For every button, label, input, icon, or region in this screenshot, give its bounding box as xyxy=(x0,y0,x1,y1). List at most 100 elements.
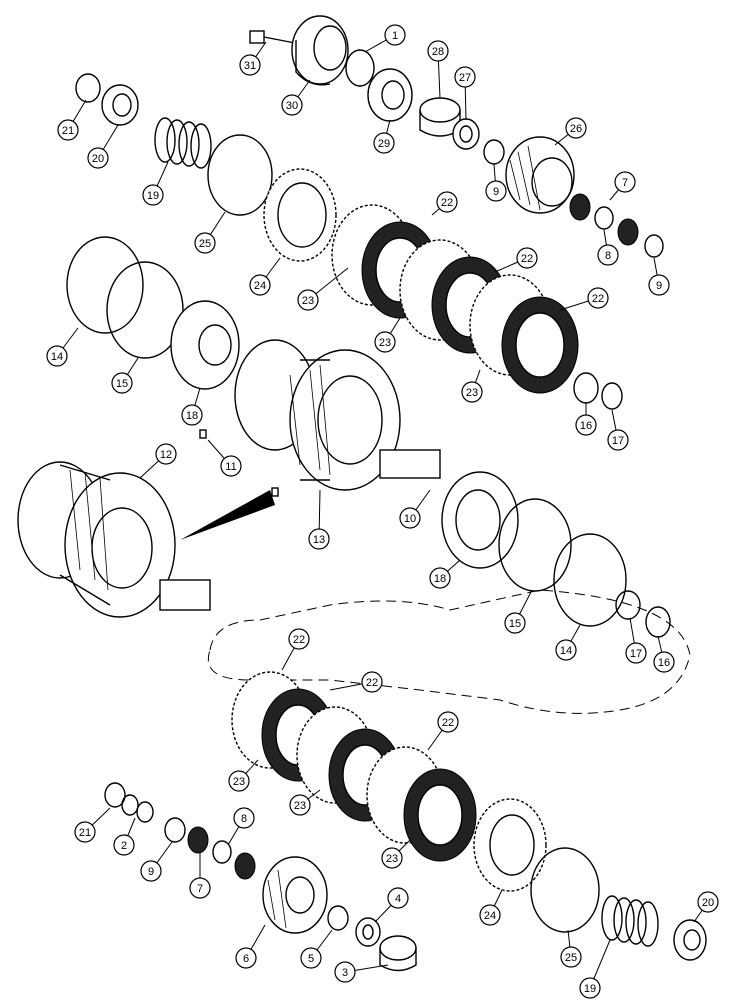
callout-number: 7 xyxy=(622,177,628,189)
seal-17b xyxy=(615,590,641,620)
snap-ring-25 xyxy=(207,134,273,216)
spacer-8b xyxy=(212,840,232,864)
seal-ring-15 xyxy=(106,261,184,359)
callout-circle xyxy=(181,404,203,426)
callout-number: 3 xyxy=(342,967,348,979)
callout-circle xyxy=(239,54,261,76)
callout-number: 22 xyxy=(521,253,533,265)
callout-23: 23 xyxy=(461,369,483,403)
callout-3: 3 xyxy=(334,961,389,983)
callout-17: 17 xyxy=(625,617,647,664)
callout-number: 9 xyxy=(656,280,662,292)
callout-15: 15 xyxy=(504,589,533,634)
callout-circle xyxy=(579,977,601,999)
callout-number: 9 xyxy=(148,866,154,878)
callout-number: 20 xyxy=(92,153,104,165)
callout-number: 5 xyxy=(308,953,314,965)
callout-17: 17 xyxy=(607,409,629,451)
callout-22: 22 xyxy=(329,671,383,693)
callout-20: 20 xyxy=(693,891,719,923)
seal-17 xyxy=(601,382,623,410)
thrust-washer-9 xyxy=(483,139,505,165)
callout-14: 14 xyxy=(46,327,79,367)
callout-16: 16 xyxy=(653,635,675,673)
callout-2: 2 xyxy=(113,817,136,856)
callout-number: 16 xyxy=(580,420,592,432)
callout-19: 19 xyxy=(142,161,169,206)
callout-circle xyxy=(575,414,597,436)
callout-26: 26 xyxy=(554,117,587,146)
callout-14: 14 xyxy=(555,624,581,661)
snap-ring-21b xyxy=(104,782,126,808)
bearing-cup-28 xyxy=(419,97,461,137)
snap-ring-21 xyxy=(75,73,101,103)
callout-number: 30 xyxy=(286,100,298,112)
callout-number: 22 xyxy=(366,677,378,689)
bearing-cup-3 xyxy=(379,935,417,972)
callout-circle xyxy=(565,117,587,139)
callout-circle xyxy=(74,821,96,843)
callout-25: 25 xyxy=(560,929,582,968)
callout-circle xyxy=(485,180,507,202)
callout-number: 9 xyxy=(493,186,499,198)
callout-circle xyxy=(587,287,609,309)
callout-number: 1 xyxy=(392,30,398,42)
callout-25: 25 xyxy=(194,211,226,254)
callout-circle xyxy=(300,947,322,969)
clutch-pack-bottom xyxy=(231,671,477,862)
callout-circle xyxy=(560,946,582,968)
callout-4: 4 xyxy=(374,887,409,923)
callout-circle xyxy=(555,639,577,661)
callout-number: 25 xyxy=(199,238,211,250)
callout-number: 28 xyxy=(432,46,444,58)
callout-number: 14 xyxy=(51,351,63,363)
callout-number: 8 xyxy=(241,813,247,825)
spring-19b xyxy=(601,895,659,947)
callout-circle xyxy=(653,651,675,673)
backing-plate-24 xyxy=(263,168,337,262)
backing-plate-24b xyxy=(473,798,547,892)
callout-7: 7 xyxy=(189,852,211,899)
callout-23: 23 xyxy=(374,317,401,353)
callout-number: 16 xyxy=(658,657,670,669)
o-ring-1 xyxy=(345,49,375,87)
callout-circle xyxy=(516,247,538,269)
thrust-washer-5 xyxy=(327,905,349,931)
callout-circle xyxy=(454,66,476,88)
callout-circle xyxy=(437,711,459,733)
callout-23: 23 xyxy=(289,789,321,816)
callout-circle xyxy=(297,289,319,311)
callout-15: 15 xyxy=(111,357,139,394)
callout-circle xyxy=(194,232,216,254)
callout-number: 31 xyxy=(244,60,256,72)
callout-10: 10 xyxy=(399,489,431,529)
callout-number: 6 xyxy=(243,953,249,965)
callout-number: 27 xyxy=(459,72,471,84)
callout-circle xyxy=(607,429,629,451)
callout-circle xyxy=(220,455,242,477)
callout-number: 20 xyxy=(702,897,714,909)
zoom-connector xyxy=(180,490,275,540)
callout-circle xyxy=(504,612,526,634)
callout-18: 18 xyxy=(429,559,461,589)
callout-circle xyxy=(334,961,356,983)
callout-circle xyxy=(361,671,383,693)
callout-number: 23 xyxy=(294,800,306,812)
callout-number: 22 xyxy=(442,717,454,729)
callout-number: 23 xyxy=(233,776,245,788)
thrust-washer-9c xyxy=(164,817,186,843)
callout-22: 22 xyxy=(427,711,459,751)
callout-19: 19 xyxy=(579,939,611,999)
callout-circle xyxy=(399,507,421,529)
callout-number: 15 xyxy=(116,378,128,390)
callout-circle xyxy=(233,807,255,829)
callout-circle xyxy=(189,877,211,899)
callout-number: 24 xyxy=(484,910,496,922)
callout-number: 23 xyxy=(466,387,478,399)
callout-21: 21 xyxy=(74,807,111,843)
callout-number: 23 xyxy=(379,337,391,349)
callout-number: 19 xyxy=(584,983,596,995)
callout-22: 22 xyxy=(494,247,538,273)
callout-circle xyxy=(235,947,257,969)
